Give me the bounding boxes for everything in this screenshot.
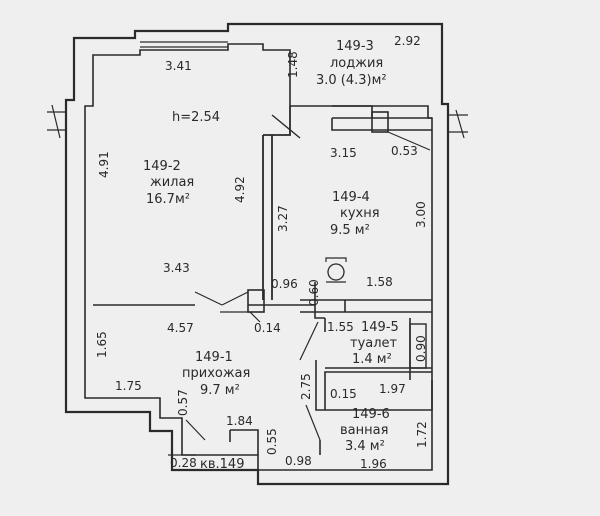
dim-kitchen-pillar: 0.96 xyxy=(271,277,298,291)
room-area-hall: 9.7 м² xyxy=(200,383,240,398)
kitchen-bottom-wall xyxy=(300,299,432,313)
room-id-kitchen: 149-4 xyxy=(332,190,370,205)
room-id-loggia: 149-3 xyxy=(336,39,374,54)
dim-hall-corridor: 2.75 xyxy=(299,373,313,400)
dim-entry-stub: 0.28 xyxy=(170,456,197,470)
pillar-living xyxy=(247,289,265,313)
dim-kitchen-stub: 0.60 xyxy=(307,279,321,306)
room-area-kitchen: 9.5 м² xyxy=(330,223,370,238)
stove-icon xyxy=(327,263,345,281)
stove-bracket xyxy=(325,257,347,283)
door-bath xyxy=(305,404,321,441)
dim-living-right: 4.92 xyxy=(233,176,247,203)
entry-walls xyxy=(160,429,259,455)
door-entry xyxy=(185,419,206,441)
room-id-bath: 149-6 xyxy=(352,407,390,422)
kitchen-stub xyxy=(314,282,325,319)
dim-hall-top: 4.57 xyxy=(167,321,194,335)
door-kitchen xyxy=(299,321,319,361)
door-hall xyxy=(220,311,261,323)
dim-living-left: 4.91 xyxy=(97,151,111,178)
outer-wall xyxy=(64,22,450,486)
room-area-bath: 3.4 м² xyxy=(345,439,385,454)
apartment-number: кв.149 xyxy=(200,457,244,472)
dim-line-053 xyxy=(387,131,431,151)
dim-bath-side: 1.72 xyxy=(415,421,429,448)
dim-loggia-width: 2.92 xyxy=(394,34,421,48)
dim-hall-left: 1.65 xyxy=(95,331,109,358)
room-name-living: жилая xyxy=(150,175,194,190)
room-name-kitchen: кухня xyxy=(340,206,380,221)
dim-bath-top: 1.97 xyxy=(379,382,406,396)
room-name-bath: ванная xyxy=(340,423,388,438)
dim-living-top: 3.41 xyxy=(165,59,192,73)
bath-walls xyxy=(315,360,433,411)
dim-toilet-side: 0.90 xyxy=(414,335,428,362)
dim-kitchen-left: 3.27 xyxy=(276,205,290,232)
door-swing-living xyxy=(194,291,249,306)
dim-hall-step: 0.57 xyxy=(176,389,190,416)
toilet-box xyxy=(409,323,427,369)
room-area-toilet: 1.4 м² xyxy=(352,352,392,367)
room-area-loggia: 3.0 (4.3)м² xyxy=(316,73,387,88)
partition-living-kitchen xyxy=(262,106,291,300)
window-left xyxy=(47,104,66,139)
room-name-toilet: туалет xyxy=(350,336,398,351)
dim-entry-side: 0.55 xyxy=(265,428,279,455)
dim-bath-bottom: 1.96 xyxy=(360,457,387,471)
window-right xyxy=(448,109,468,139)
dim-kitchen-small: 0.53 xyxy=(391,144,418,158)
dim-living-bottom: 3.43 xyxy=(163,261,190,275)
room-area-living: 16.7м² xyxy=(146,192,190,207)
dim-loggia-side: 1.48 xyxy=(286,51,300,78)
dim-hall-stub: 0.14 xyxy=(254,321,281,335)
dim-hall-entry: 1.84 xyxy=(226,414,253,428)
dim-kitchen-bottom: 1.58 xyxy=(366,275,393,289)
dim-toilet-width: 1.55 xyxy=(327,320,354,334)
window-top xyxy=(140,41,228,48)
dim-hall-bottom: 1.75 xyxy=(115,379,142,393)
height-note: h=2.54 xyxy=(172,110,220,125)
dim-kitchen-right: 3.00 xyxy=(414,201,428,228)
dim-bath-stub: 0.15 xyxy=(330,387,357,401)
room-labels: h=2.54 149-2 жилая 16.7м² 149-3 лоджия 3… xyxy=(143,39,399,472)
dim-entry-width: 0.98 xyxy=(285,454,312,468)
walls xyxy=(47,22,468,486)
diagonal-kitchen xyxy=(271,114,301,139)
room-id-toilet: 149-5 xyxy=(361,320,399,335)
loggia-ledge xyxy=(331,105,432,131)
dimension-labels: 3.41 4.91 4.92 3.43 1.48 2.92 3.15 0.53 … xyxy=(95,34,429,471)
room-name-hall: прихожая xyxy=(182,366,250,381)
room-id-living: 149-2 xyxy=(143,159,181,174)
room-id-hall: 149-1 xyxy=(195,350,233,365)
room-name-loggia: лоджия xyxy=(330,56,383,71)
pillar-kitchen xyxy=(371,111,389,133)
dim-kitchen-top: 3.15 xyxy=(330,146,357,160)
